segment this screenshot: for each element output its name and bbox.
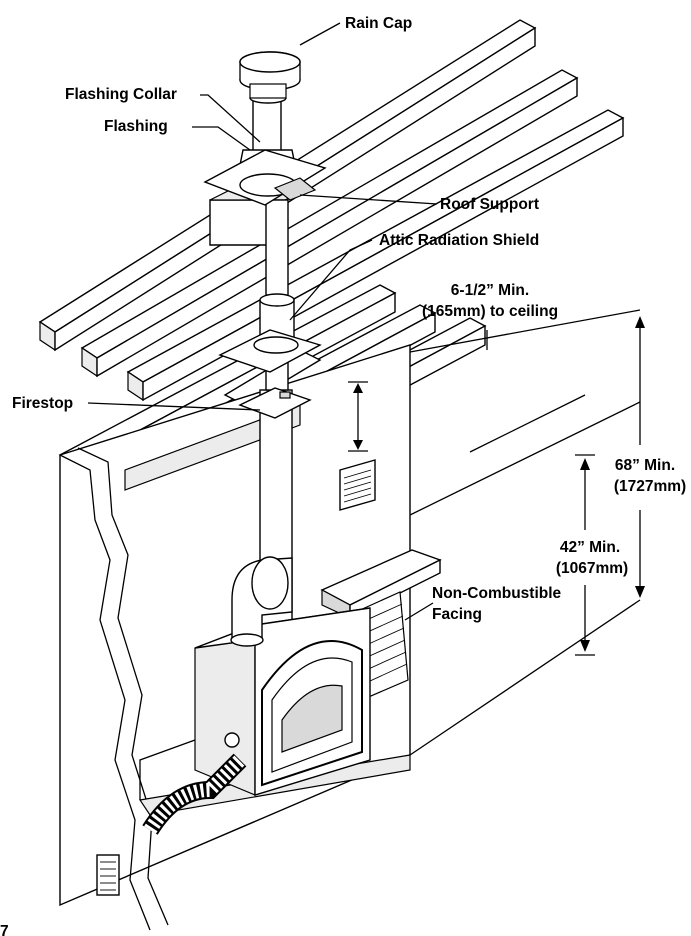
- firestop-label: Firestop: [12, 395, 73, 412]
- rain-cap-label: Rain Cap: [345, 15, 412, 32]
- height-42-label-line2: (1067mm): [556, 560, 628, 577]
- flashing-plate: [203, 149, 327, 206]
- outside-air-vent: [96, 854, 120, 896]
- ceiling-clearance-label-line2: (165mm) to ceiling: [422, 303, 558, 320]
- flashing-collar-label: Flashing Collar: [65, 86, 177, 103]
- attic-radiation-shield-label: Attic Radiation Shield: [379, 232, 539, 249]
- height-68-label-line1: 68” Min.: [615, 457, 675, 474]
- dimension-lines: [409, 309, 645, 756]
- rain-cap: [239, 51, 301, 104]
- flex-air-duct: [142, 753, 247, 835]
- ceiling-clearance-label-line1: 6-1/2” Min.: [451, 282, 529, 299]
- wall-grille: [339, 459, 376, 511]
- figure-number-fragment: 7: [0, 923, 9, 936]
- leader-lines: [87, 22, 488, 621]
- height-42-label-line1: 42” Min.: [560, 539, 620, 556]
- ceiling-clearance-marker: [348, 381, 368, 452]
- facing-label-line2: Facing: [432, 606, 482, 623]
- callout-labels: Rain Cap Flashing Collar Flashing Roof S…: [0, 15, 686, 936]
- fireplace-unit: [194, 556, 371, 796]
- roof-support-label: Roof Support: [440, 196, 539, 213]
- attic-radiation-shield: [218, 329, 322, 373]
- flashing-label: Flashing: [104, 118, 168, 135]
- facing-label-line1: Non-Combustible: [432, 585, 562, 602]
- height-68-label-line2: (1727mm): [614, 478, 686, 495]
